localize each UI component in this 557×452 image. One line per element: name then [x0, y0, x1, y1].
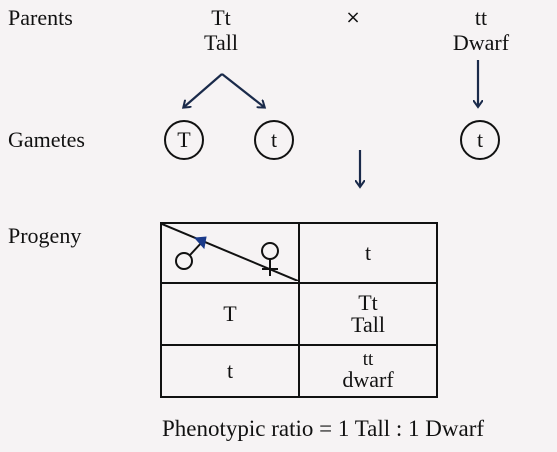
arrow-to-gamete-T — [184, 73, 223, 107]
female-symbol-icon — [261, 242, 279, 276]
male-gamete-t: t — [160, 344, 300, 398]
parent-right-phenotype: Dwarf — [452, 30, 510, 55]
male-gamete-T: T — [160, 282, 300, 346]
gamete-circle-T: T — [164, 120, 204, 160]
female-gamete-header: t — [298, 222, 438, 284]
offspring-2-phenotype: dwarf — [342, 367, 394, 392]
corner-diagonal — [162, 224, 298, 281]
gametes-label: Gametes — [8, 127, 85, 152]
offspring-cell-2: tt dwarf — [298, 344, 438, 398]
punnett-square: t T Tt Tall t tt dwarf — [160, 222, 438, 398]
offspring-2-genotype: tt — [362, 349, 374, 370]
gamete-circle-t: t — [254, 120, 294, 160]
parent-right-genotype: tt — [474, 5, 488, 30]
offspring-1-phenotype: Tall — [351, 312, 385, 337]
gender-corner-cell — [160, 222, 300, 284]
offspring-1-genotype: Tt — [358, 290, 378, 315]
parent-left-phenotype: Tall — [204, 30, 238, 55]
parent-left-genotype: Tt — [211, 5, 231, 30]
arrow-to-gamete-t — [221, 73, 264, 107]
male-symbol-icon — [175, 236, 207, 270]
offspring-cell-1: Tt Tall — [298, 282, 438, 346]
parents-label: Parents — [8, 5, 73, 30]
progeny-label: Progeny — [8, 223, 82, 248]
gamete-circle-right-t: t — [460, 120, 500, 160]
cross-symbol: × — [345, 7, 361, 28]
phenotypic-ratio: Phenotypic ratio = 1 Tall : 1 Dwarf — [162, 416, 485, 441]
